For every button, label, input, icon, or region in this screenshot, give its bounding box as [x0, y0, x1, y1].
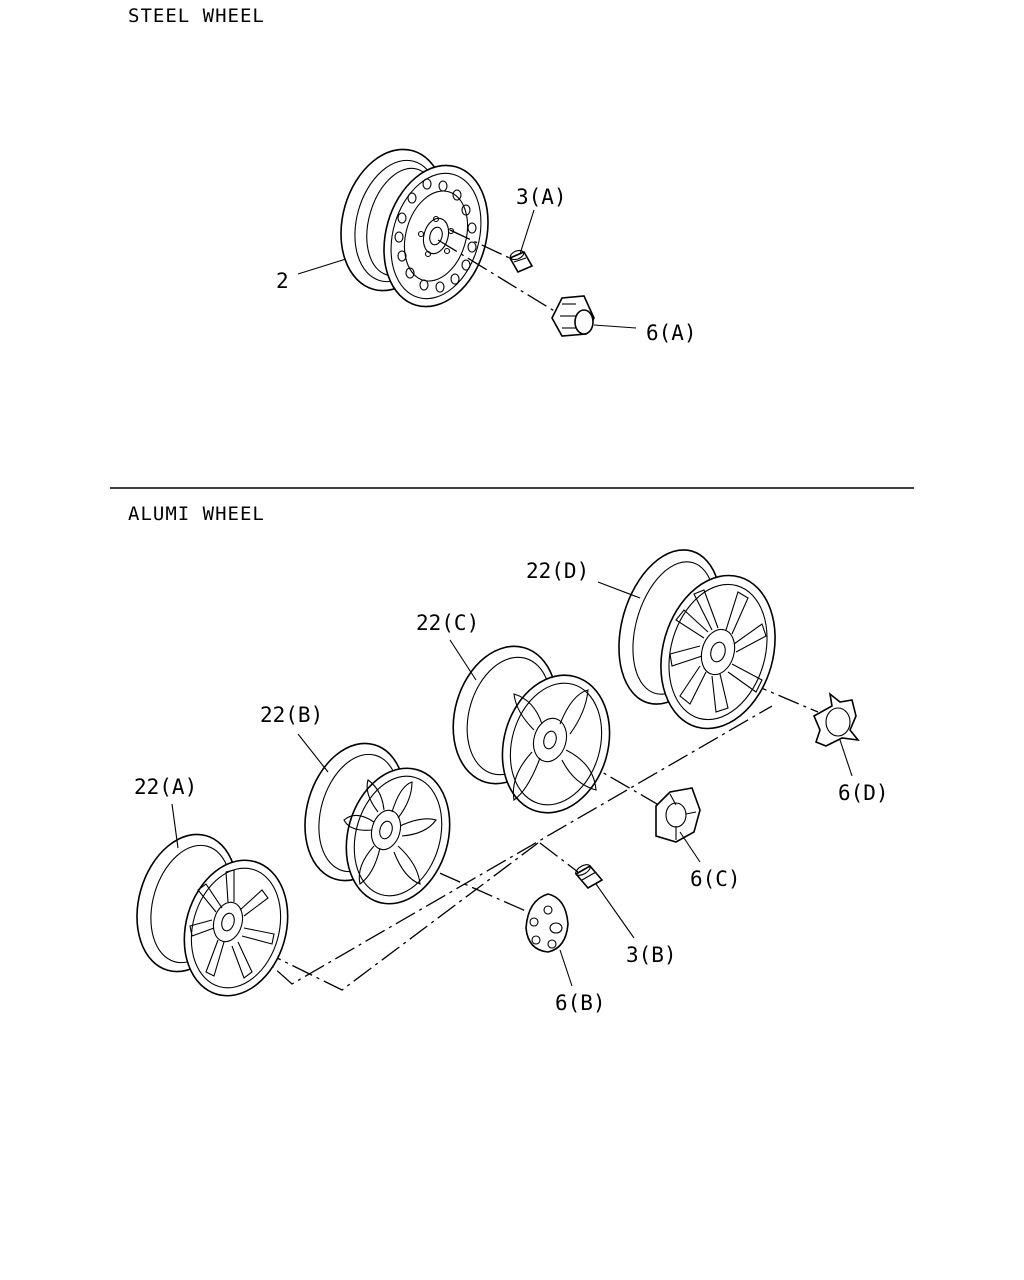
leader-22c	[449, 639, 477, 681]
callout-2: 2	[276, 269, 289, 293]
guide-line-nut	[539, 842, 579, 873]
callout-3a: 3(A)	[516, 185, 567, 209]
leader-6a	[593, 324, 637, 329]
steel-wheel-stud-holes	[417, 215, 455, 258]
alumi-wheel-c-spokes	[512, 689, 597, 801]
callout-6a: 6(A)	[646, 321, 697, 345]
alumi-wheel-c[interactable]	[438, 634, 626, 826]
leader-6d	[839, 739, 853, 777]
alumi-wheel-title: ALUMI WHEEL	[128, 503, 265, 525]
steel-center-cap[interactable]	[551, 295, 595, 337]
alumi-wheel-a-spokes	[189, 869, 275, 979]
leader-22a	[171, 803, 179, 849]
alumi-lug-nut[interactable]	[574, 863, 604, 890]
callout-22d: 22(D)	[526, 559, 589, 583]
callout-22b: 22(B)	[260, 703, 323, 727]
callout-3b: 3(B)	[626, 943, 677, 967]
callout-22a: 22(A)	[134, 775, 197, 799]
leader-22d	[597, 581, 641, 599]
steel-wheel-vent-holes	[394, 178, 477, 293]
leader-6c	[679, 831, 701, 863]
leader-3a	[519, 209, 535, 255]
alumi-wheel-a[interactable]	[122, 822, 304, 1008]
alumi-wheel-d[interactable]	[602, 538, 792, 742]
callout-6c: 6(C)	[690, 867, 741, 891]
alumi-wheel-d-spokes	[669, 589, 767, 713]
leader-6b	[559, 949, 573, 987]
leader-2	[297, 258, 347, 275]
callout-6b: 6(B)	[555, 991, 606, 1015]
center-cap-c[interactable]	[655, 787, 701, 843]
alumi-wheel-b-spokes	[343, 779, 437, 885]
steel-wheel[interactable]	[325, 137, 504, 319]
alumi-wheel-b[interactable]	[290, 731, 466, 916]
center-cap-b[interactable]	[525, 893, 569, 953]
leader-22b	[297, 733, 329, 773]
steel-lug-nut[interactable]	[508, 249, 534, 274]
steel-wheel-title: STEEL WHEEL	[128, 5, 265, 27]
steel-nut-leader	[449, 229, 519, 263]
callout-6d: 6(D)	[838, 781, 889, 805]
steel-cap-leader	[437, 239, 557, 313]
callout-22c: 22(C)	[416, 611, 479, 635]
guide-line-b	[260, 842, 539, 991]
center-cap-d[interactable]	[812, 692, 860, 747]
leader-3b	[595, 883, 635, 939]
